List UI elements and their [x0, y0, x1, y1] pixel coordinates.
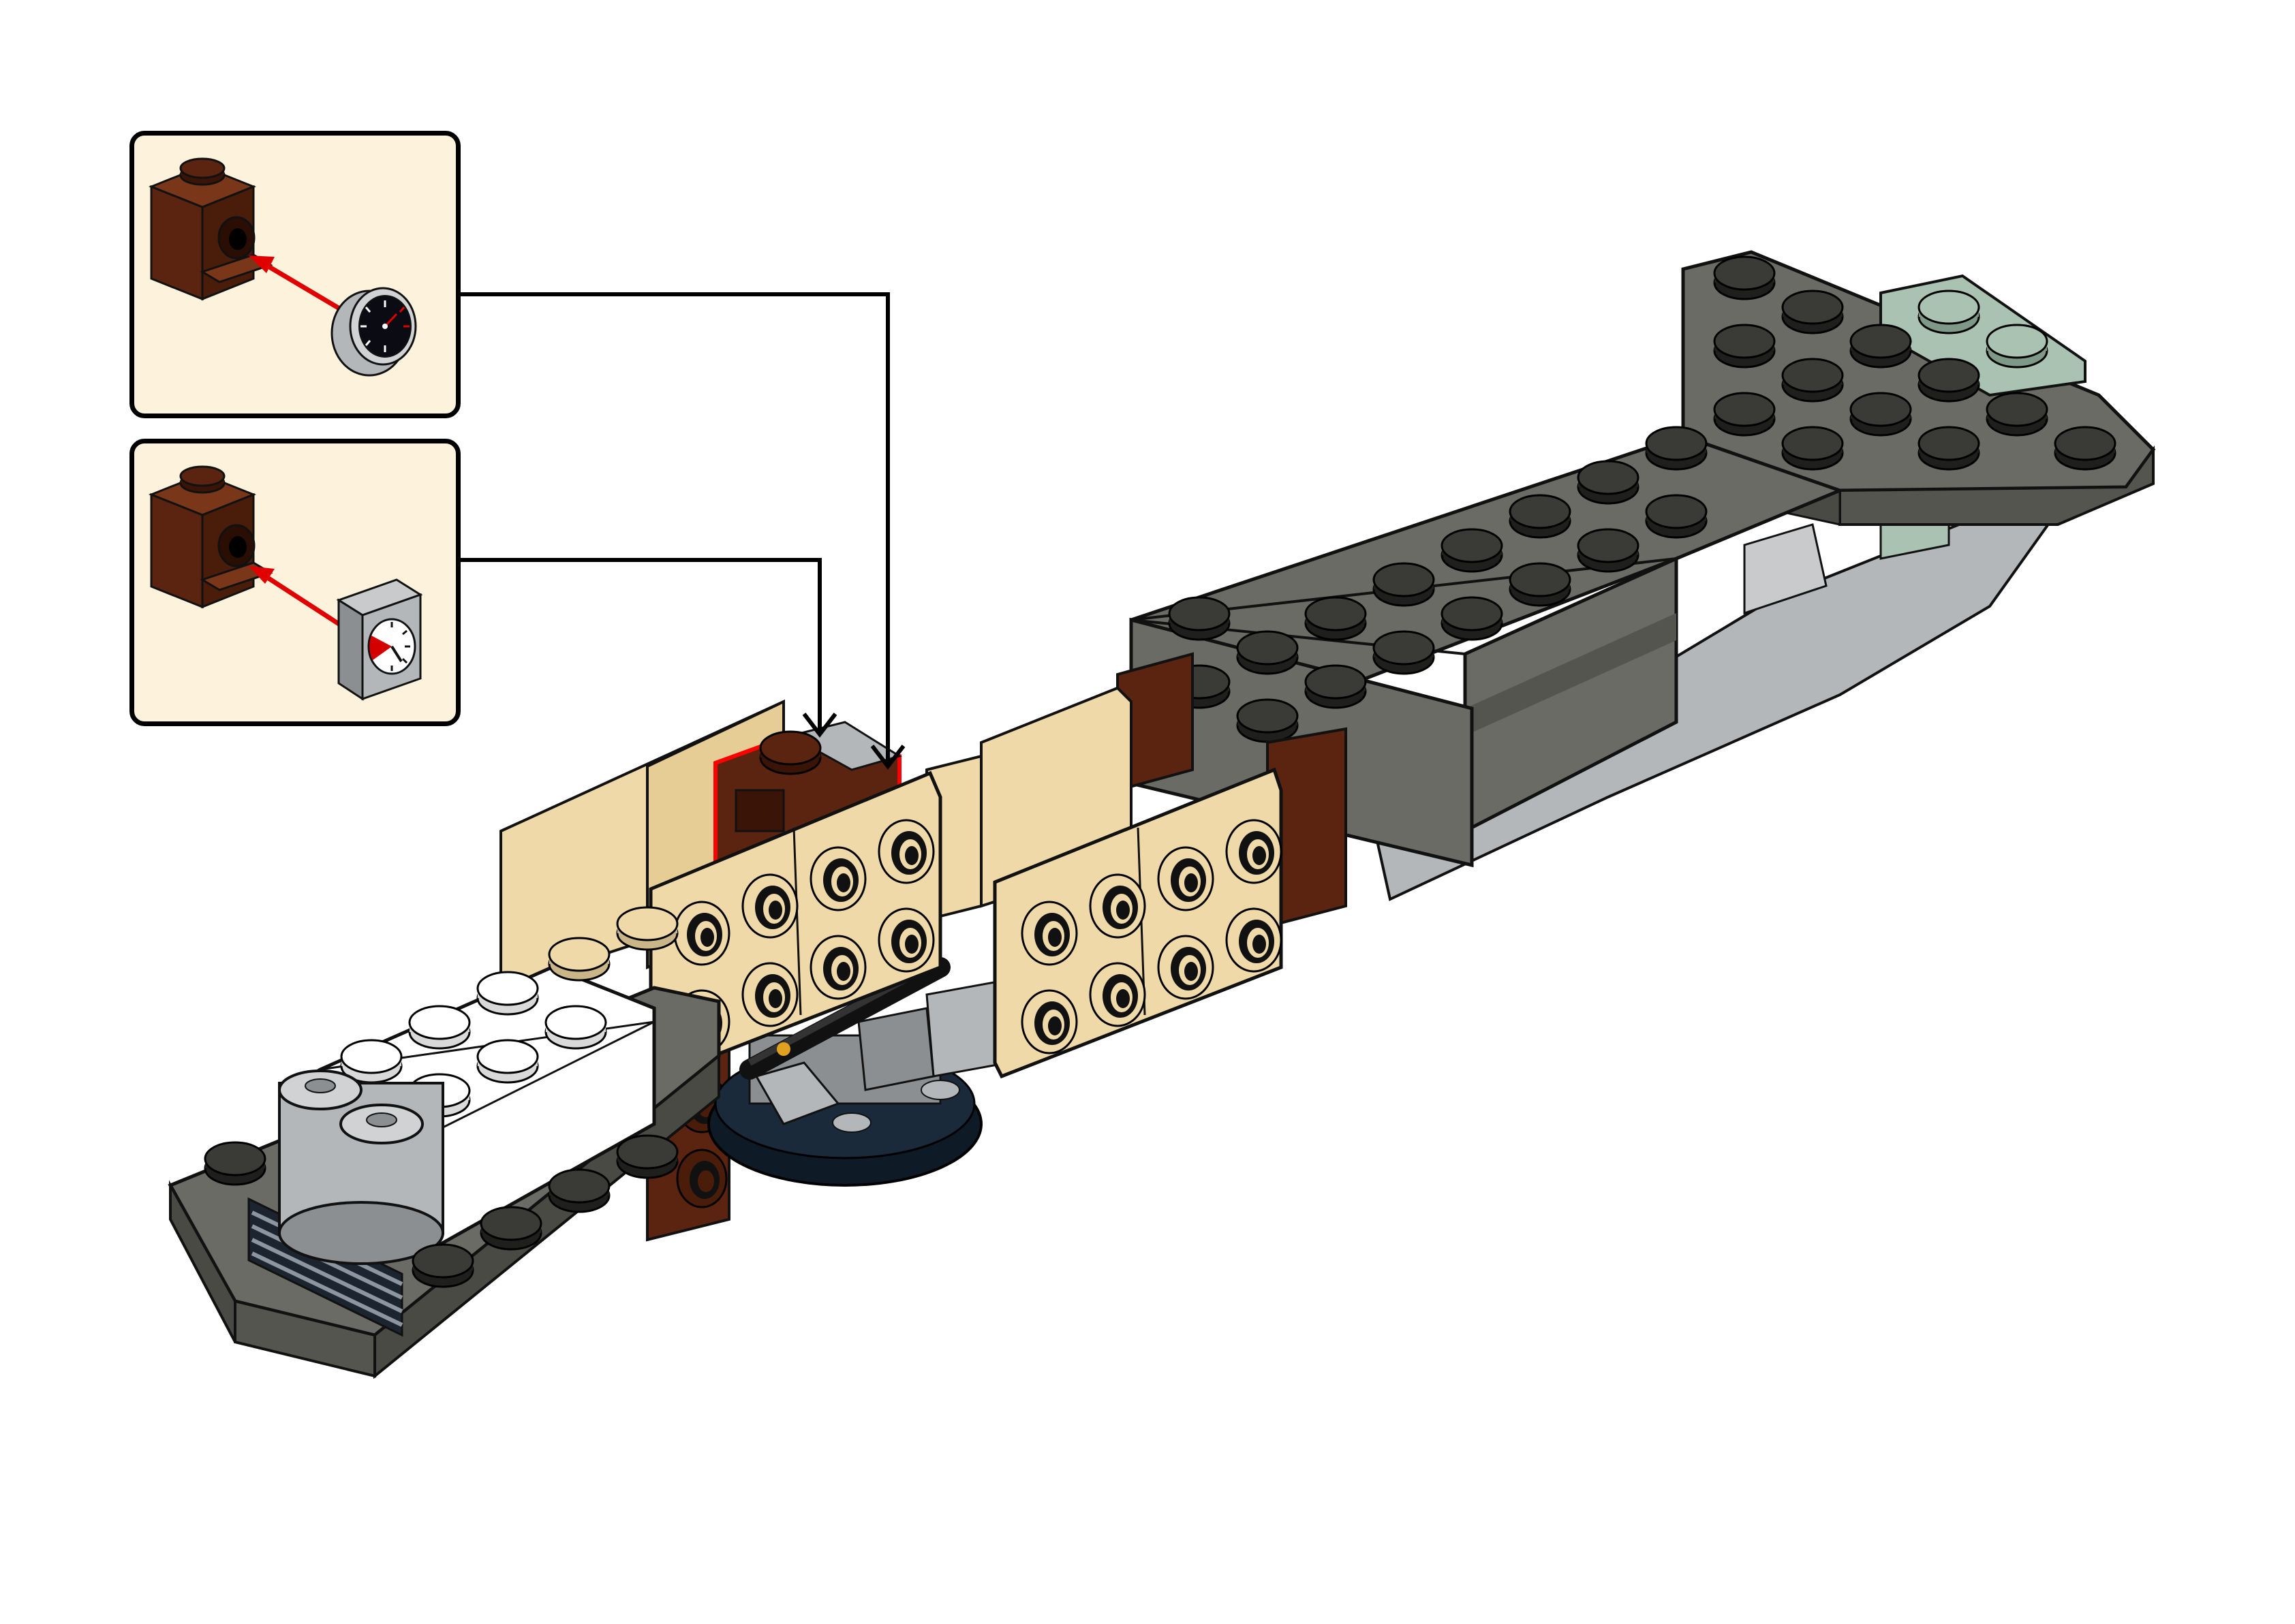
grille-slots [247, 1197, 403, 1337]
stud [1781, 358, 1844, 403]
front-wedge-studs [204, 1134, 679, 1288]
stud [1509, 494, 1571, 539]
stud-sand [1917, 290, 1980, 334]
stud [1441, 528, 1503, 573]
callout-leader-lines [461, 292, 906, 770]
callout-round-gauge-illustration [148, 157, 417, 377]
stud [1713, 255, 1776, 300]
highlighted-headlight-brick [713, 721, 902, 868]
stud [1577, 528, 1639, 573]
stud [1986, 392, 2048, 437]
stud [1713, 392, 1776, 437]
stud [1372, 562, 1435, 607]
callout-square-gauge-illustration [148, 465, 423, 701]
tail-wing-plate [1681, 250, 2156, 526]
wedge-body-studs [1100, 426, 1708, 743]
stud [1781, 426, 1844, 471]
brown-bracket-left [646, 1047, 730, 1242]
white-bricks [317, 965, 656, 1249]
tail-wing-studs [1713, 255, 2116, 471]
square-gauge-tile-icon [336, 578, 423, 701]
stud [1236, 698, 1299, 743]
callout-round-gauge [129, 131, 461, 418]
stud [1917, 358, 1980, 403]
front-wedge-dark-gray [168, 986, 721, 1379]
tan-side-plate-rear [993, 767, 1283, 1079]
turntable-base [707, 980, 1010, 1187]
brown-headlight-brick-icon [148, 157, 273, 301]
brown-column-right [1116, 652, 1347, 928]
stud-sand [1986, 324, 2048, 369]
stud [1645, 426, 1708, 471]
stud [1168, 596, 1231, 641]
attach-arrow-icon [249, 566, 343, 628]
stud [1849, 392, 1912, 437]
stud [2054, 426, 2116, 471]
stud [1781, 290, 1844, 334]
wedge-body-center [1129, 434, 1845, 868]
stud [1236, 630, 1299, 675]
stud [1372, 630, 1435, 675]
tan-tile-studs [548, 906, 679, 982]
stud [1917, 426, 1980, 471]
brown-headlight-brick-icon [148, 465, 273, 609]
stud [1304, 596, 1367, 641]
stud [1577, 460, 1639, 505]
rear-hull-light-gray [1374, 489, 2061, 901]
round-bricks-gray [278, 1069, 444, 1265]
stud [1509, 562, 1571, 607]
stud [1645, 494, 1708, 539]
stud [1100, 698, 1162, 743]
tan-side-plate-front [649, 770, 942, 1079]
seat-backs-tan [499, 686, 1133, 990]
stud [1849, 324, 1912, 369]
stud [1441, 596, 1503, 641]
callout-square-gauge [129, 439, 461, 726]
stud [1713, 324, 1776, 369]
steering-bar [739, 957, 951, 1080]
stud [1304, 664, 1367, 709]
round-gauge-tile-icon [330, 287, 417, 377]
stud [1168, 664, 1231, 709]
